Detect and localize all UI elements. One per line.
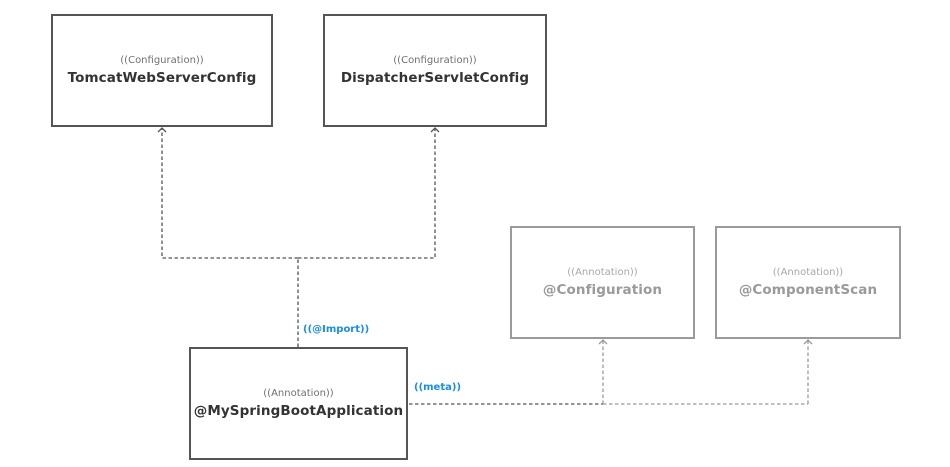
node-name: TomcatWebServerConfig	[67, 70, 257, 86]
import-edge-to-dispatch	[298, 127, 440, 259]
node-stereotype: ((Configuration))	[393, 55, 477, 66]
tomcat-webserver-config-node[interactable]: ((Configuration)) TomcatWebServerConfig	[51, 14, 273, 127]
node-stereotype: ((Configuration))	[120, 55, 204, 66]
dispatcher-servlet-config-node[interactable]: ((Configuration)) DispatcherServletConfi…	[323, 14, 547, 127]
component-scan-annotation-node[interactable]: ((Annotation)) @ComponentScan	[715, 226, 901, 339]
node-stereotype: ((Annotation))	[263, 388, 334, 399]
node-name: @Configuration	[542, 282, 663, 298]
node-name: @ComponentScan	[738, 282, 878, 298]
my-spring-boot-application-node[interactable]: ((Annotation)) @MySpringBootApplication	[189, 347, 408, 460]
import-edge-label: ((@Import))	[303, 324, 370, 335]
node-stereotype: ((Annotation))	[772, 267, 844, 278]
node-name: DispatcherServletConfig	[340, 70, 530, 86]
node-stereotype: ((Annotation))	[567, 267, 638, 278]
node-name: @MySpringBootApplication	[193, 403, 404, 419]
import-edge-to-tomcat	[157, 127, 298, 259]
configuration-annotation-node[interactable]: ((Annotation)) @Configuration	[510, 226, 695, 339]
meta-edge-label: ((meta))	[414, 382, 462, 393]
